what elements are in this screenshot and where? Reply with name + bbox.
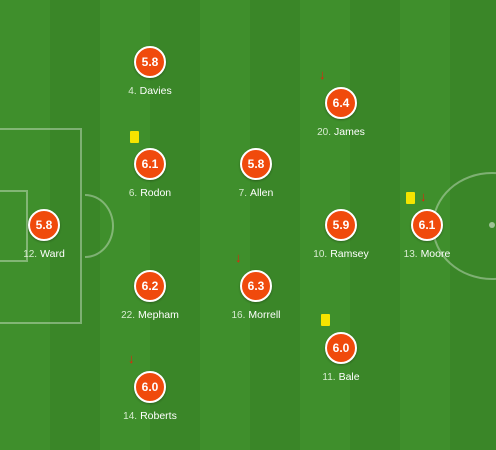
player-name: Davies (139, 85, 172, 97)
shirt-number: 16. (231, 310, 246, 321)
event-indicators: ↓ (201, 250, 311, 268)
player-name: Ward (40, 248, 65, 260)
shirt-number: 6. (128, 188, 138, 199)
rating-badge: 5.9 (325, 209, 357, 241)
shirt-number: 12. (23, 249, 38, 260)
player-label: 10.Ramsey (286, 248, 396, 260)
shirt-number: 11. (322, 372, 336, 383)
shirt-number: 4. (128, 86, 137, 97)
player-label: 4.Davies (95, 85, 205, 97)
player-name: Rodon (140, 187, 172, 199)
substitution-out-icon: ↓ (420, 189, 427, 204)
player-roberts[interactable]: ↓ 6.0 14.Roberts (95, 352, 205, 422)
substitution-out-icon: ↓ (319, 67, 326, 82)
goal-area (0, 190, 28, 262)
player-name: Mepham (138, 309, 179, 321)
yellow-card-icon (406, 192, 415, 204)
rating-badge: 6.0 (134, 371, 166, 403)
shirt-number: 22. (121, 310, 136, 321)
event-indicators (286, 314, 396, 330)
player-ward[interactable]: 5.8 12.Ward (0, 209, 99, 260)
player-bale[interactable]: 6.0 11.Bale (286, 314, 396, 383)
rating-badge: 5.8 (240, 148, 272, 180)
event-indicators (95, 131, 205, 146)
rating-badge: 5.8 (28, 209, 60, 241)
player-label: 6.Rodon (95, 187, 205, 199)
player-moore[interactable]: ↓ 6.1 13.Moore (372, 190, 482, 260)
player-name: James (333, 126, 365, 138)
player-rodon[interactable]: 6.1 6.Rodon (95, 131, 205, 199)
player-name: Bale (338, 371, 360, 383)
yellow-card-icon (321, 314, 330, 326)
shirt-number: 14. (123, 411, 138, 422)
shirt-number: 20. (317, 127, 331, 138)
player-morrell[interactable]: ↓ 6.3 16.Morrell (201, 251, 311, 321)
player-allen[interactable]: 5.8 7.Allen (201, 148, 311, 199)
rating-badge: 6.1 (134, 148, 166, 180)
substitution-out-icon: ↓ (128, 351, 135, 366)
shirt-number: 10. (313, 249, 328, 260)
penalty-box (0, 128, 82, 324)
player-label: 16.Morrell (201, 309, 311, 321)
player-mepham[interactable]: 6.2 22.Mepham (95, 270, 205, 321)
substitution-out-icon: ↓ (235, 250, 242, 265)
player-label: 22.Mepham (95, 309, 205, 321)
center-spot (489, 222, 495, 228)
player-name: Moore (420, 248, 451, 260)
player-label: 13.Moore (372, 248, 482, 260)
rating-badge: 6.2 (134, 270, 166, 302)
event-indicators: ↓ (95, 351, 205, 369)
player-name: Morrell (248, 309, 281, 321)
player-name: Allen (249, 187, 274, 199)
player-name: Ramsey (330, 248, 369, 260)
rating-badge: 5.8 (134, 46, 166, 78)
shirt-number: 7. (238, 188, 247, 199)
player-label: 14.Roberts (95, 410, 205, 422)
player-label: 11.Bale (286, 371, 396, 383)
player-label: 12.Ward (0, 248, 99, 260)
player-label: 20.James (286, 126, 396, 138)
player-ramsey[interactable]: 5.9 10.Ramsey (286, 209, 396, 260)
event-indicators: ↓ (372, 189, 482, 207)
shirt-number: 13. (403, 249, 418, 260)
player-james[interactable]: ↓ 6.4 20.James (286, 68, 396, 138)
rating-badge: 6.4 (325, 87, 357, 119)
player-label: 7.Allen (201, 187, 311, 199)
yellow-card-icon (130, 131, 139, 143)
player-name: Roberts (140, 410, 177, 422)
event-indicators: ↓ (286, 67, 396, 85)
rating-badge: 6.0 (325, 332, 357, 364)
rating-badge: 6.3 (240, 270, 272, 302)
player-davies[interactable]: 5.8 4.Davies (95, 46, 205, 97)
rating-badge: 6.1 (411, 209, 443, 241)
